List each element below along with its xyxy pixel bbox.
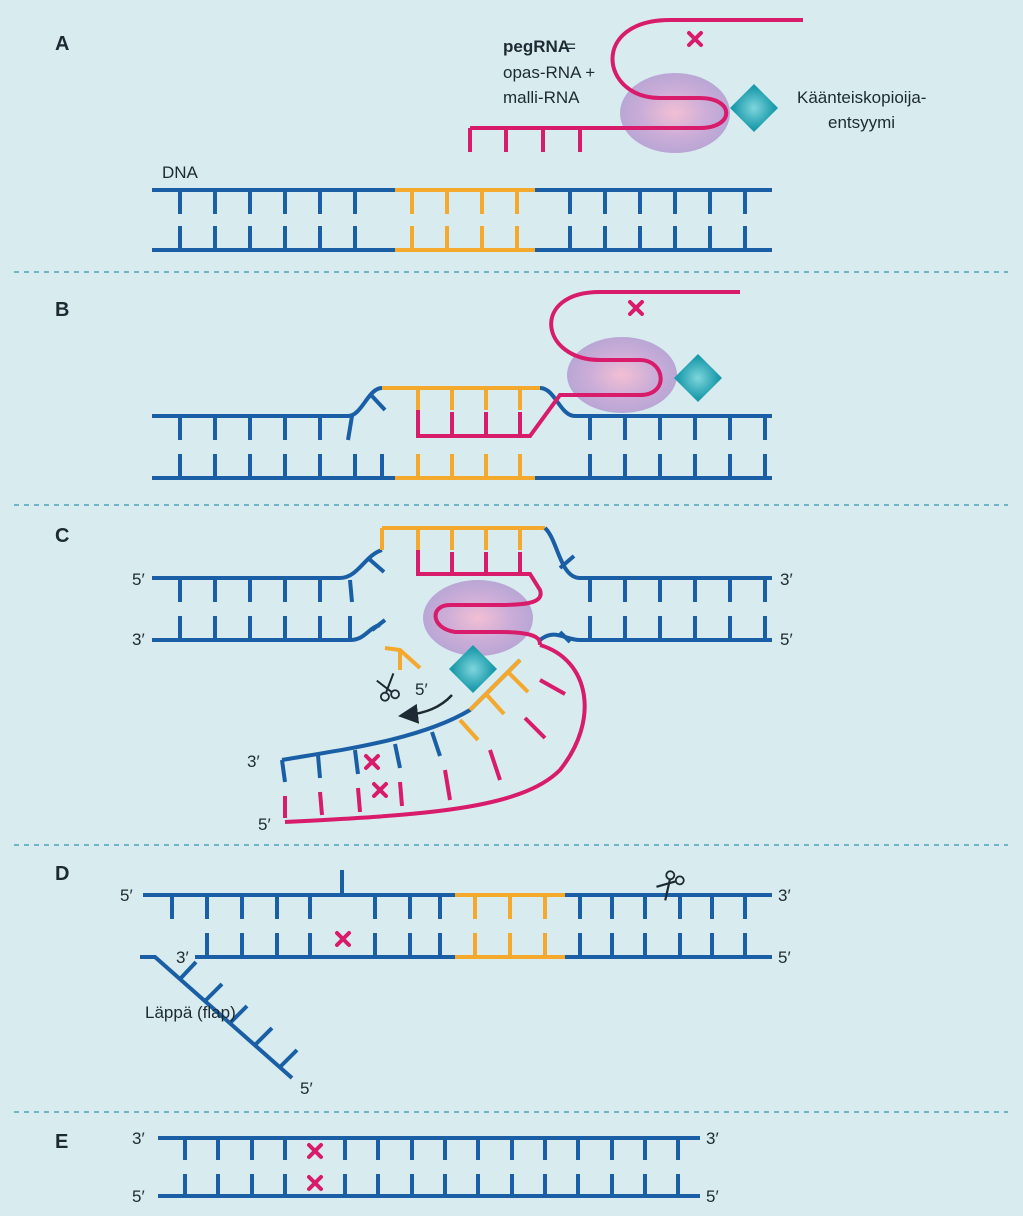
pegrna-line2: opas-RNA + [503, 63, 595, 82]
panel-label-a: A [55, 33, 69, 55]
arrow-icon [398, 694, 453, 724]
panel-a: DNA pegRNA = opas-RNA + malli-RNA Käänte… [152, 18, 926, 252]
dna-label: DNA [162, 163, 199, 182]
mutation-cross-icon [372, 782, 388, 798]
reverse-transcriptase-icon [448, 644, 498, 694]
label-five-prime: 5′ [120, 886, 133, 905]
new-dna-strand [281, 658, 522, 762]
label-three-prime: 3′ [780, 570, 793, 589]
label-five-prime: 5′ [132, 570, 145, 589]
scissors-icon [376, 672, 400, 702]
reverse-transcriptase-icon [673, 353, 723, 403]
label-five-prime: 5′ [780, 630, 793, 649]
mutation-cross-icon [628, 300, 644, 316]
pegrna-strand [470, 18, 803, 130]
flap-strand [140, 955, 294, 1080]
enzyme-label-line1: Käänteiskopioija- [797, 88, 926, 107]
panel-b [152, 290, 772, 480]
label-five-prime: 5′ [778, 948, 791, 967]
mutation-cross-icon [307, 1143, 323, 1159]
mutation-cross-icon [307, 1175, 323, 1191]
label-three-prime: 3′ [706, 1129, 719, 1148]
cas9-complex-icon [423, 580, 533, 656]
flap-label: Läppä (flap) [145, 1003, 236, 1022]
reverse-transcriptase-icon [729, 83, 779, 133]
pegrna-strand [416, 550, 543, 646]
label-five-prime: 5′ [300, 1079, 313, 1098]
label-five-prime: 5′ [258, 815, 271, 834]
enzyme-label-line2: entsyymi [828, 113, 895, 132]
panel-d: 5′ 3′ 3′ 5′ 5′ Läppä (flap) [120, 870, 791, 1098]
panel-e: 3′ 3′ 5′ 5′ [132, 1129, 719, 1206]
label-three-prime: 3′ [176, 948, 189, 967]
pegrna-template-strand [284, 643, 587, 824]
mutation-cross-icon [687, 31, 703, 47]
label-five-prime: 5′ [415, 680, 428, 699]
panel-label-c: C [55, 525, 69, 547]
panel-label-b: B [55, 299, 69, 321]
panel-label-e: E [55, 1131, 68, 1153]
pegrna-eq: = [566, 37, 576, 56]
pegrna-strand [416, 290, 740, 438]
label-three-prime: 3′ [132, 1129, 145, 1148]
scissors-icon [656, 870, 685, 901]
label-three-prime: 3′ [778, 886, 791, 905]
pegrna-line3: malli-RNA [503, 88, 580, 107]
mutation-cross-icon [335, 931, 351, 947]
label-five-prime: 5′ [132, 1187, 145, 1206]
mutation-cross-icon [364, 754, 380, 770]
label-three-prime: 3′ [247, 752, 260, 771]
pegrna-label: pegRNA [503, 37, 570, 56]
cas9-complex-icon [620, 73, 730, 153]
label-three-prime: 3′ [132, 630, 145, 649]
panel-c: 5′ 3′ 3′ 5′ 5′ 3′ 5′ [132, 526, 793, 834]
label-five-prime: 5′ [706, 1187, 719, 1206]
panel-label-d: D [55, 863, 69, 885]
